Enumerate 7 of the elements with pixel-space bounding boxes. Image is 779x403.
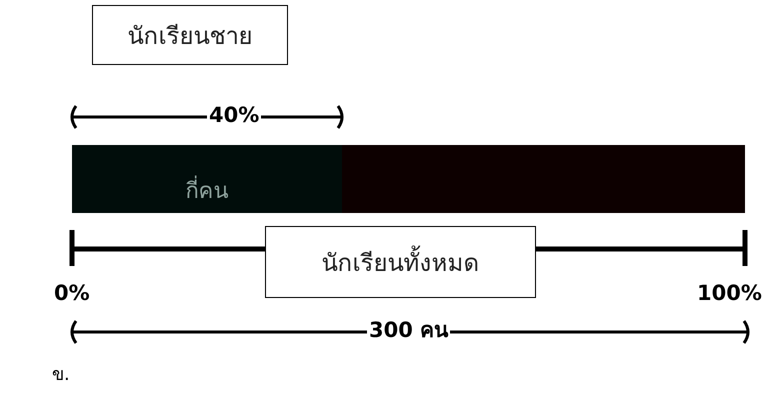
item-label: ข. [52, 366, 70, 384]
bar-segment: กี่คน [72, 145, 342, 213]
scale-label: 0% [54, 283, 90, 304]
bar-segment [342, 145, 745, 213]
scale-label: 100% [697, 283, 762, 304]
label-box: นักเรียนชาย [92, 5, 288, 65]
label-box: นักเรียนทั้งหมด [265, 226, 536, 298]
